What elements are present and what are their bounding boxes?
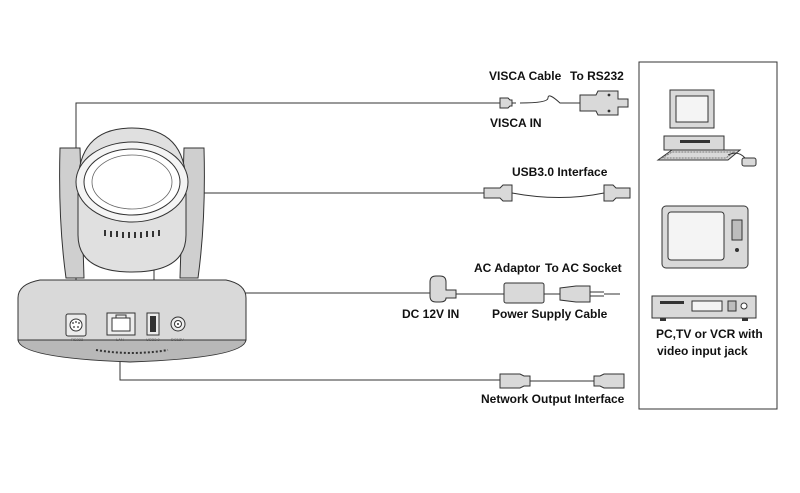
pc-icon (656, 89, 757, 167)
ac-plug (559, 285, 591, 303)
lan-port-label: LAN (116, 337, 124, 342)
usb-plug-right (603, 184, 631, 202)
devices-caption-line1: PC,TV or VCR with (656, 327, 763, 341)
rs232-connector (579, 90, 629, 116)
to-rs232-label: To RS232 (570, 69, 624, 83)
network-output-interface-label: Network Output Interface (481, 392, 625, 406)
dc-12v-in-label: DC 12V IN (402, 307, 459, 321)
devices-caption-line2: video input jack (657, 344, 748, 358)
rj45-plug-left (499, 373, 531, 389)
to-ac-socket-label: To AC Socket (545, 261, 622, 275)
dc-plug (429, 275, 457, 303)
speaker-grille (95, 349, 169, 354)
dc-port (170, 316, 186, 332)
usb-cable-wire (511, 192, 605, 198)
usb-port-label: USB3.0 (146, 337, 161, 342)
camera-lens (83, 148, 181, 216)
lan-port (106, 312, 136, 336)
visca-plug (499, 97, 513, 109)
ac-adaptor-box (503, 282, 545, 304)
usb-port (146, 312, 160, 336)
network-cable (499, 373, 625, 389)
visca-cable (499, 90, 629, 116)
ac-adaptor-label: AC Adaptor (474, 261, 541, 275)
rs232-port-label: RS232 (71, 337, 84, 342)
visca-cable-wire (519, 95, 580, 104)
tv-icon (661, 205, 749, 269)
ptz-camera: RS232 LAN USB3.0 DC12V (17, 127, 247, 363)
camera-vents (104, 230, 160, 238)
visca-in-label: VISCA IN (490, 116, 542, 130)
usb-plug-left (483, 184, 513, 202)
power-supply-cable (429, 275, 620, 304)
rj45-plug-right (593, 373, 625, 389)
rs232-port (65, 313, 87, 337)
vcr-icon (651, 295, 757, 321)
power-supply-cable-label: Power Supply Cable (492, 307, 608, 321)
usb-cable (483, 184, 631, 202)
dc-port-label: DC12V (171, 337, 184, 342)
usb30-interface-label: USB3.0 Interface (512, 165, 608, 179)
visca-cable-label: VISCA Cable (489, 69, 562, 83)
